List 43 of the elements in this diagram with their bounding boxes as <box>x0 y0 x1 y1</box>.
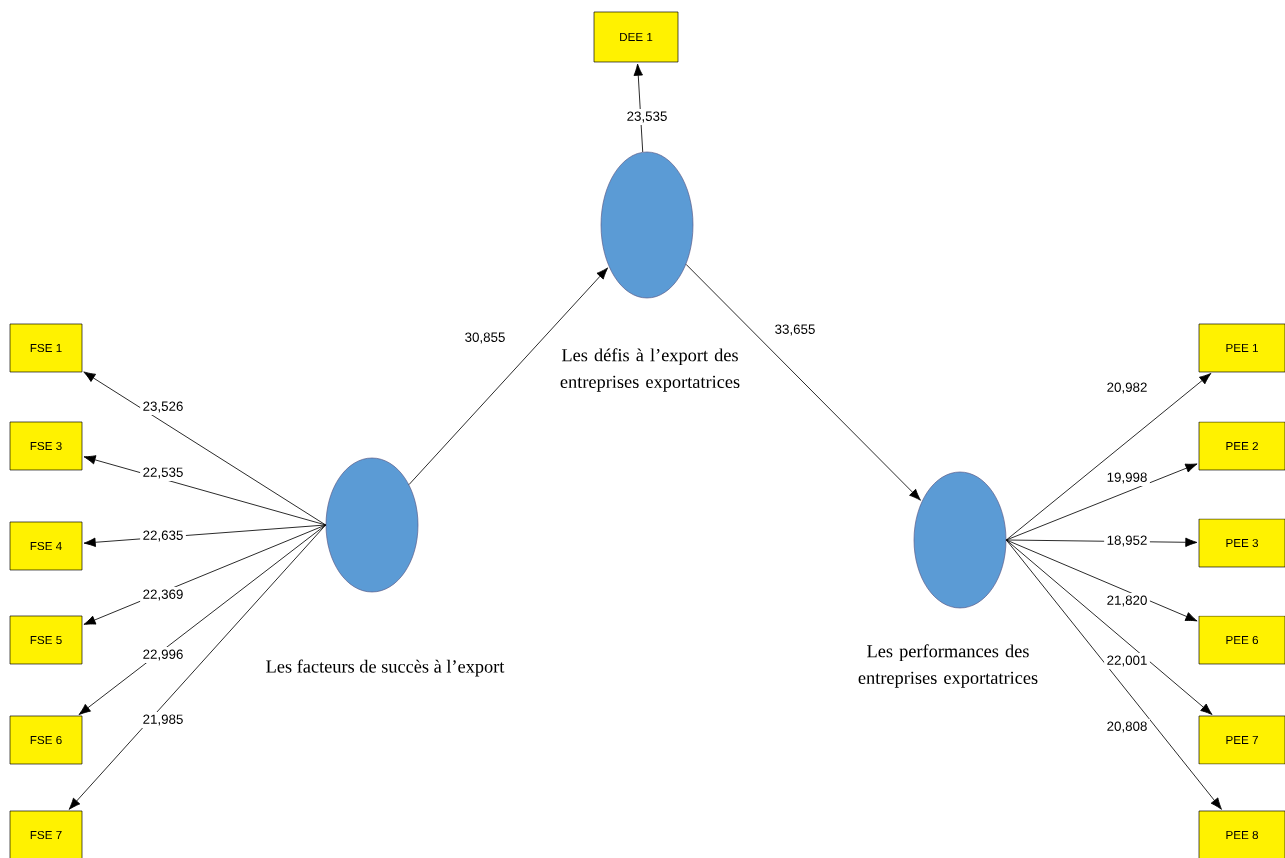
edge-label: 23,526 <box>140 399 186 415</box>
edge-label: 30,855 <box>462 330 508 346</box>
indicator-box: PEE 8 <box>1198 810 1285 858</box>
edge-label: 21,985 <box>140 712 186 728</box>
arrow <box>1005 539 1213 715</box>
edge-label: 20,982 <box>1104 380 1150 396</box>
edge-label: 22,001 <box>1104 653 1150 669</box>
arrow <box>83 455 327 526</box>
edge-label: 33,655 <box>772 322 818 338</box>
ellipse-caption: Les facteurs de succès à l’export <box>266 659 505 677</box>
edge-label: 21,820 <box>1104 593 1150 609</box>
indicator-box: PEE 7 <box>1198 715 1285 765</box>
arrow <box>83 524 327 625</box>
edge-label: 22,369 <box>140 587 186 603</box>
indicator-box: DEE 1 <box>593 11 679 63</box>
ellipse-caption: Les performances des entreprises exportatrices <box>858 644 1038 688</box>
edge-label: 18,952 <box>1104 533 1150 549</box>
indicator-box: FSE 3 <box>9 421 83 471</box>
arrow <box>685 263 921 501</box>
arrow <box>1005 463 1198 541</box>
arrow <box>1005 539 1198 622</box>
arrow <box>1005 539 1222 810</box>
indicator-box: FSE 4 <box>9 521 83 571</box>
arrow <box>408 267 609 485</box>
edge-label: 22,996 <box>140 647 186 663</box>
indicator-box: PEE 3 <box>1198 518 1285 568</box>
indicator-box: PEE 1 <box>1198 323 1285 373</box>
indicator-box: FSE 5 <box>9 615 83 665</box>
edge-label: 23,535 <box>624 109 670 125</box>
edge-label: 22,535 <box>140 465 186 481</box>
arrow <box>633 63 644 153</box>
indicator-box: PEE 6 <box>1198 615 1285 665</box>
edge-label: 20,808 <box>1104 719 1150 735</box>
indicator-box: FSE 7 <box>9 810 83 858</box>
edge-label: 19,998 <box>1104 470 1150 486</box>
indicator-box: FSE 1 <box>9 323 83 373</box>
edge-label: 22,635 <box>140 528 186 544</box>
ellipse-caption: Les défis à l’export des entreprises exportatrices <box>560 348 740 392</box>
arrow <box>83 371 327 526</box>
indicator-box: PEE 2 <box>1198 421 1285 471</box>
arrow <box>1005 373 1212 541</box>
arrow <box>68 524 327 810</box>
indicator-box: FSE 6 <box>9 715 83 765</box>
